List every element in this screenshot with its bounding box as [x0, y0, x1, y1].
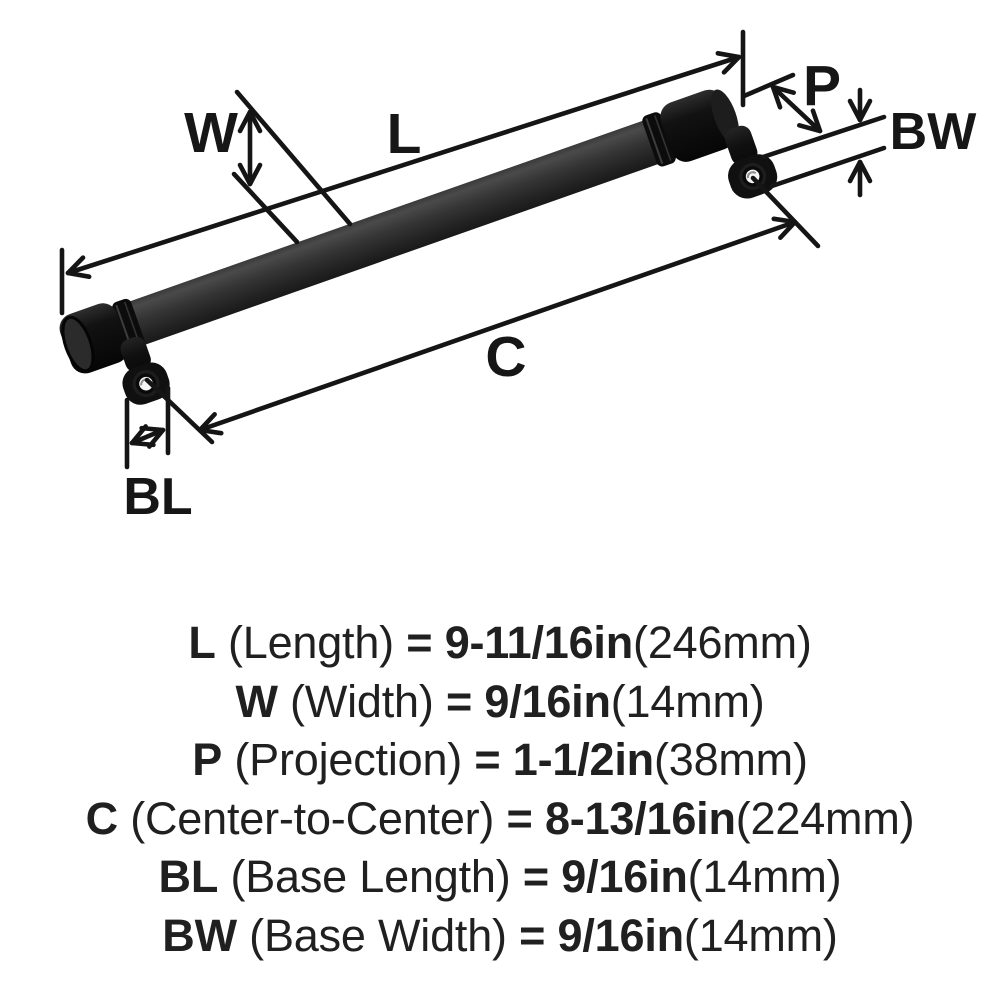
dimension-BW: BW [760, 87, 978, 198]
spec-row-projection: P (Projection) = 1-1/2in(38mm) [192, 734, 808, 785]
left-base [120, 336, 170, 405]
dimension-L: L [59, 29, 746, 316]
C-dimension-line [197, 216, 798, 436]
P-reference-line [741, 72, 796, 99]
label-W: W [184, 101, 238, 165]
dimension-P: P [741, 54, 841, 134]
spec-row-base-length: BL (Base Length) = 9/16in(14mm) [158, 851, 842, 902]
label-BL: BL [123, 468, 192, 526]
W-extension-tick-bottom [231, 171, 300, 245]
label-P: P [803, 54, 841, 118]
left-screw-hole [135, 373, 157, 394]
spec-row-width: W (Width) = 9/16in(14mm) [235, 675, 765, 727]
P-arrow [770, 84, 823, 134]
L-dimension-line [65, 51, 742, 279]
BW-line-upper [760, 114, 887, 160]
spec-row-center-to-center: C (Center-to-Center) = 8-13/16in(224mm) [85, 792, 915, 844]
W-extension-tick-top [234, 89, 353, 227]
BL-arrow [129, 424, 166, 449]
left-end-cap [59, 303, 129, 374]
spec-row-base-width: BW (Base Width) = 9/16in(14mm) [162, 909, 838, 961]
dimension-BL: BL [123, 385, 193, 526]
C-extension-right [750, 175, 821, 249]
dimension-C: C [144, 175, 821, 445]
spec-row-length: L (Length) = 9-11/16in(246mm) [188, 617, 812, 668]
label-BW: BW [890, 103, 978, 161]
dimension-W: W [184, 89, 353, 245]
BW-line-lower [769, 145, 887, 189]
dimension-spec-list: L (Length) = 9-11/16in(246mm) W (Width) … [0, 614, 1000, 965]
label-L: L [387, 102, 422, 166]
label-C: C [485, 325, 526, 389]
